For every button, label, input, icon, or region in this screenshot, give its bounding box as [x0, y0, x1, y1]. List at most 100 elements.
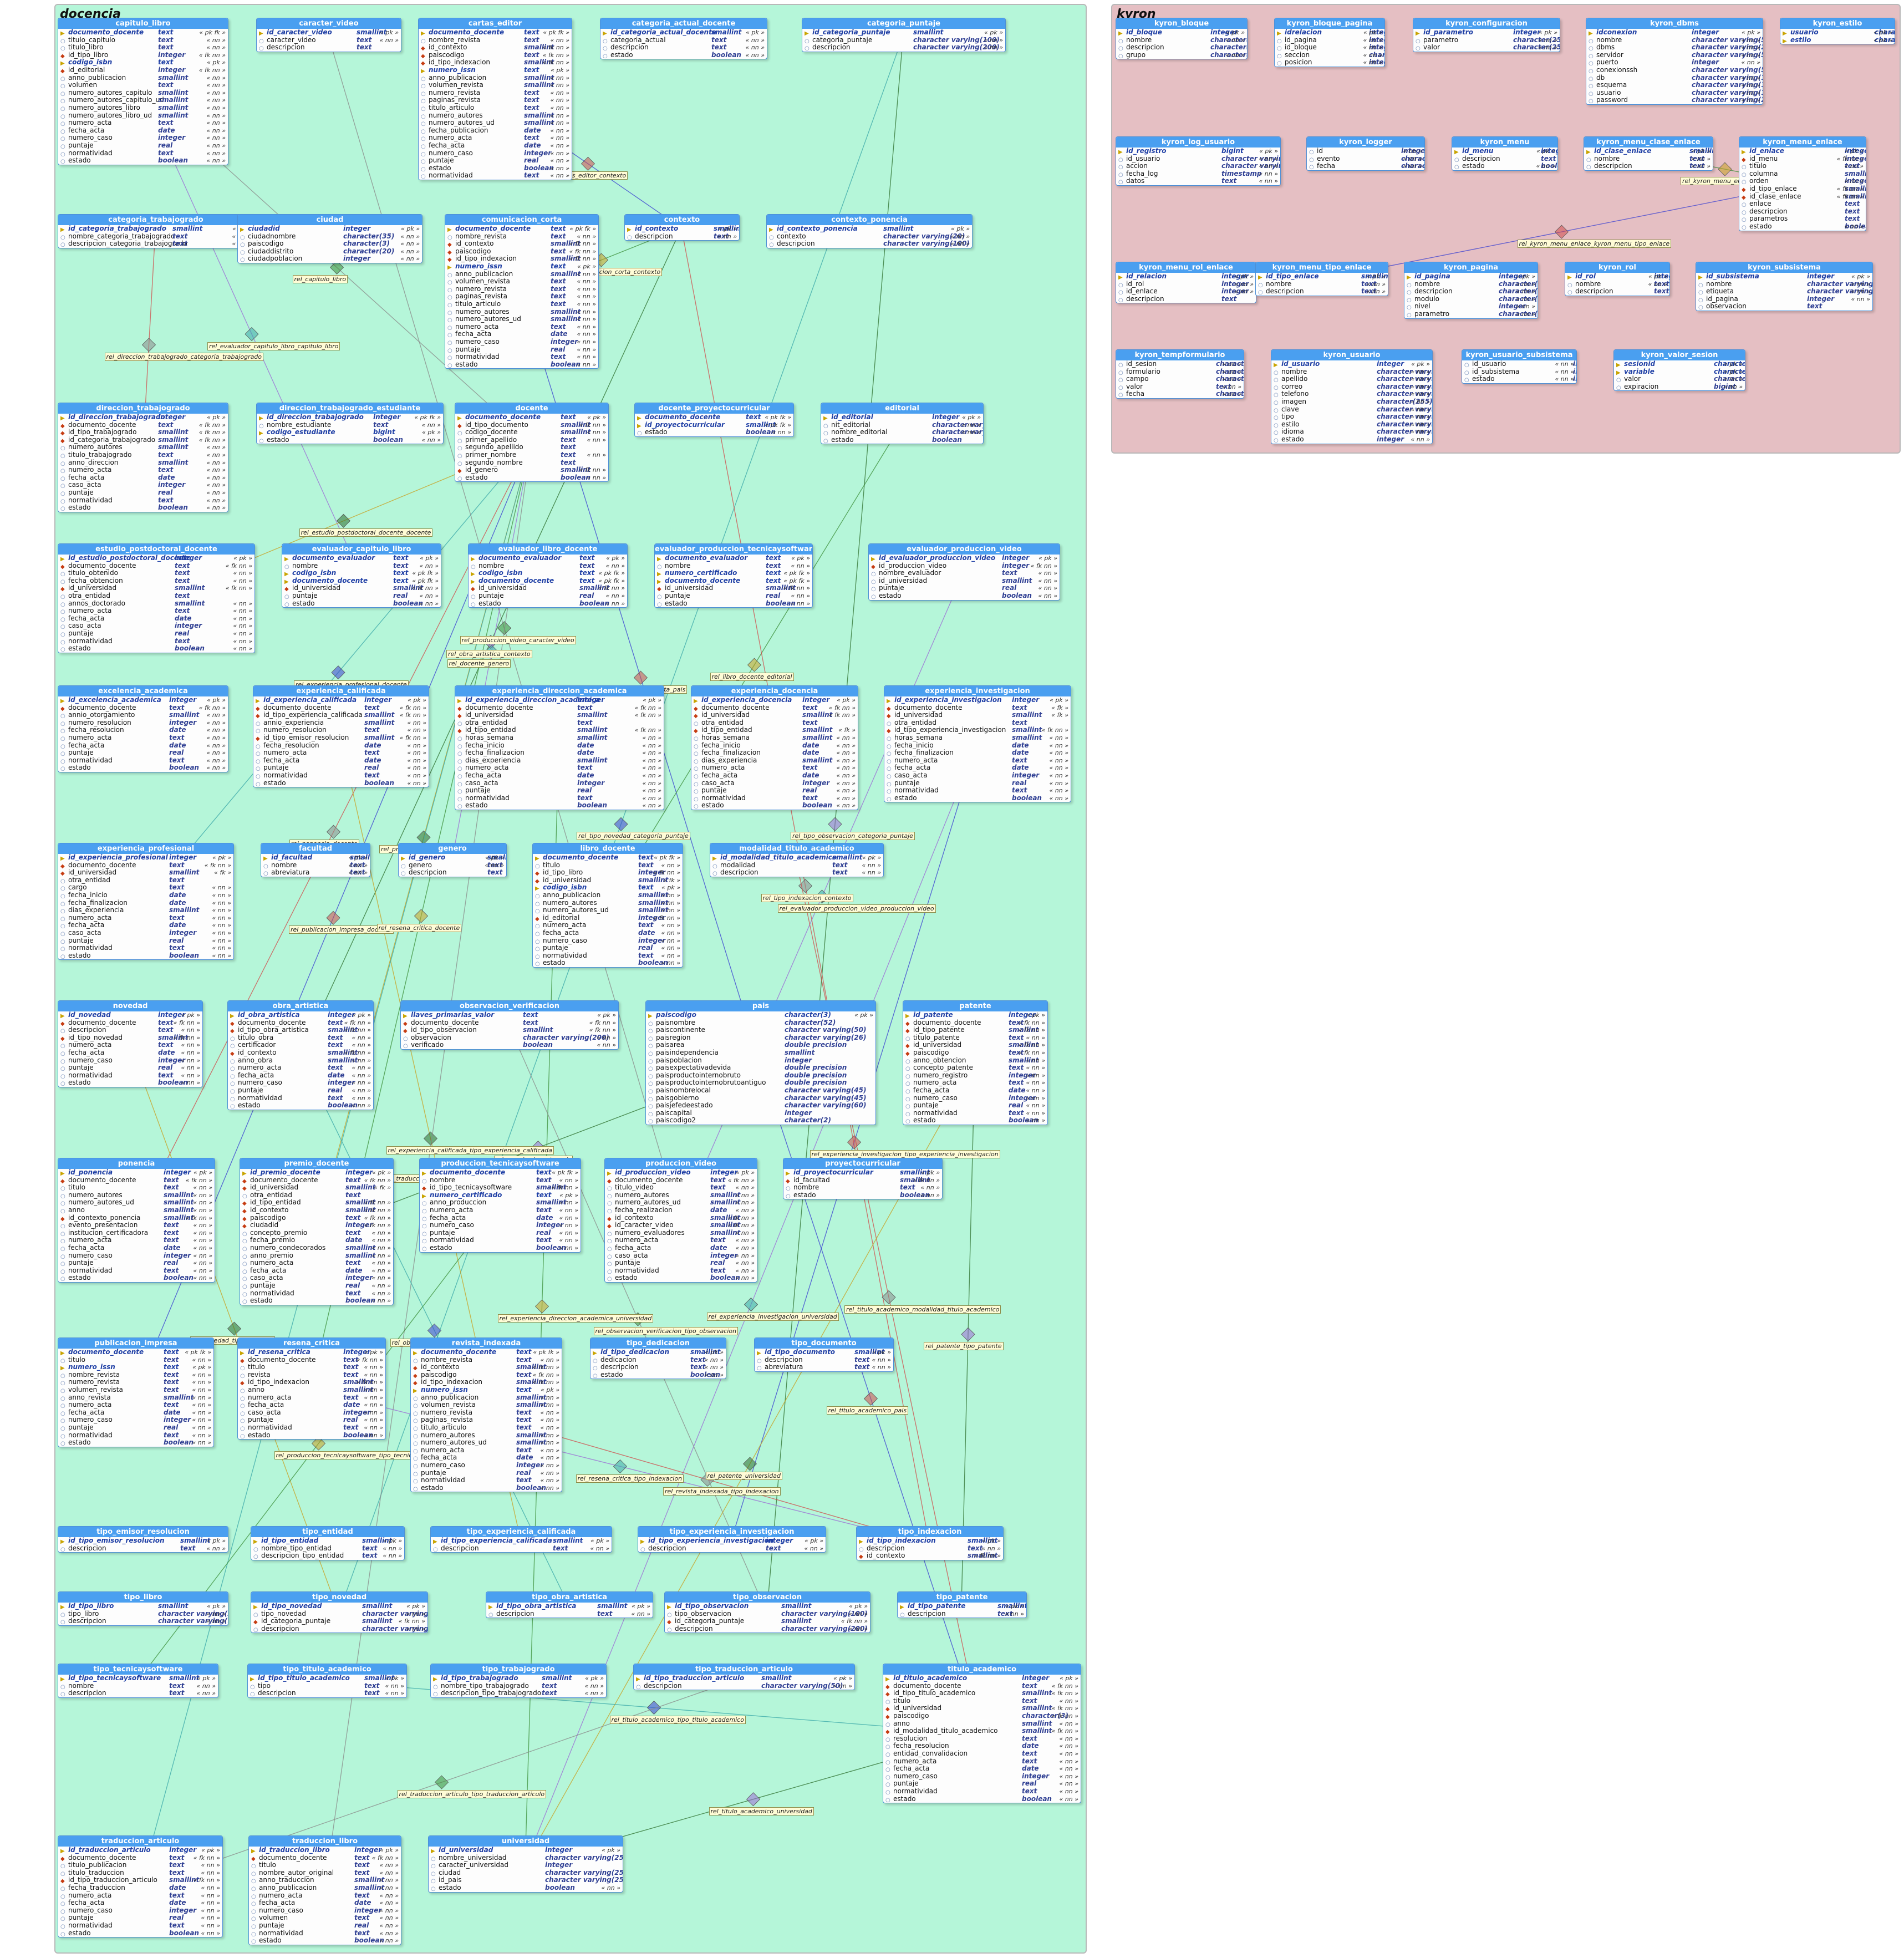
table-direccion-trabajogrado[interactable]: direccion_trabajogrado▶id_direccion_trab… [58, 403, 228, 512]
column-type: boolean [524, 164, 554, 172]
table-estudio-postdoctoral-docente[interactable]: estudio_postdoctoral_docente▶id_estudio_… [58, 543, 255, 653]
table-evaluador-produccion-tecnicaysoftware[interactable]: evaluador_produccion_tecnicaysoftware▶do… [654, 543, 813, 608]
table-kyron-tempformulario[interactable]: kyron_tempformulario○id_sesioncharacter(… [1116, 349, 1244, 399]
table-experiencia-profesional[interactable]: experiencia_profesional▶id_experiencia_p… [58, 843, 234, 960]
table-experiencia-direccion-academica[interactable]: experiencia_direccion_academica▶id_exper… [455, 685, 664, 810]
table-evaluador-capitulo-libro[interactable]: evaluador_capitulo_libro▶documento_evalu… [282, 543, 441, 608]
column-type: character varying(50) [1692, 35, 1763, 44]
table-observacion-verificacion[interactable]: observacion_verificacion▶llaves_primaria… [400, 1000, 619, 1050]
table-experiencia-calificada[interactable]: experiencia_calificada▶id_experiencia_ca… [253, 685, 429, 788]
table-tipo-titulo-academico[interactable]: tipo_titulo_academico▶id_tipo_titulo_aca… [247, 1664, 407, 1698]
column-constraint: « pk fk » [569, 225, 596, 232]
table-kyron-usuario-subsistema[interactable]: kyron_usuario_subsistema○id_usuariointeg… [1462, 349, 1577, 384]
table-kyron-bloque-pagina[interactable]: kyron_bloque_pagina▶idrelacioninteger« p… [1274, 18, 1385, 67]
column-constraint: « nn » [1222, 383, 1241, 390]
table-categoria-trabajogrado[interactable]: categoria_trabajogrado▶id_categoria_trab… [58, 214, 254, 248]
column-icon: ○ [60, 1380, 65, 1387]
table-docente-proyectocurricular[interactable]: docente_proyectocurricular▶documento_doc… [634, 403, 794, 437]
table-direccion-trabajogrado-estudiante[interactable]: direccion_trabajogrado_estudiante▶id_dir… [256, 403, 444, 445]
table-tipo-experiencia-investigacion[interactable]: tipo_experiencia_investigacion▶id_tipo_e… [638, 1526, 826, 1553]
column-name: documento_docente [665, 576, 741, 584]
table-kyron-menu[interactable]: kyron_menu▶id_menuinteger« pk »○descripc… [1452, 136, 1558, 171]
column-constraint: « nn » [661, 899, 680, 907]
table-categoria-actual-docente[interactable]: categoria_actual_docente▶id_categoria_ac… [600, 18, 767, 60]
table-evaluador-libro-docente[interactable]: evaluador_libro_docente▶documento_evalua… [468, 543, 628, 608]
foreign-key-icon: ◆ [786, 1178, 790, 1184]
table-tipo-experiencia-calificada[interactable]: tipo_experiencia_calificada▶id_tipo_expe… [430, 1526, 612, 1553]
table-proyectocurricular[interactable]: proyectocurricular▶id_proyectocurricular… [783, 1158, 943, 1200]
table-excelencia-academica[interactable]: excelencia_academica▶id_excelencia_acade… [58, 685, 228, 772]
table-modalidad-titulo-academico[interactable]: modalidad_titulo_academico▶id_modalidad_… [710, 843, 884, 877]
table-evaluador-produccion-video[interactable]: evaluador_produccion_video▶id_evaluador_… [868, 543, 1060, 601]
table-tipo-traduccion-articulo[interactable]: tipo_traduccion_articulo▶id_tipo_traducc… [633, 1664, 855, 1691]
table-title: libro_docente [533, 843, 683, 854]
table-kyron-valor-sesion[interactable]: kyron_valor_sesion▶sesionidcharacter(32)… [1613, 349, 1745, 391]
column-type: smallint [785, 1048, 815, 1056]
column-type: text [1845, 207, 1860, 215]
table-experiencia-investigacion[interactable]: experiencia_investigacion▶id_experiencia… [884, 685, 1071, 803]
column-constraint: « nn » [540, 1439, 559, 1447]
table-tipo-obra-artistica[interactable]: tipo_obra_artistica▶id_tipo_obra_artisti… [486, 1591, 653, 1619]
column-name: id_direccion_trabajogrado [68, 413, 165, 421]
table-tipo-tecnicaysoftware[interactable]: tipo_tecnicaysoftware▶id_tipo_tecnicayso… [58, 1664, 218, 1698]
table-traduccion-articulo[interactable]: traduccion_articulo▶id_traduccion_articu… [58, 1835, 223, 1938]
table-tipo-emisor-resolucion[interactable]: tipo_emisor_resolucion▶id_tipo_emisor_re… [58, 1526, 228, 1553]
table-produccion-tecnicaysoftware[interactable]: produccion_tecnicaysoftware▶documento_do… [419, 1158, 581, 1253]
column-type: text [516, 1355, 532, 1364]
column-constraint: « nn » [661, 952, 680, 959]
column-type: character varying(255) [545, 1876, 623, 1884]
table-experiencia-docencia[interactable]: experiencia_docencia▶id_experiencia_doce… [691, 685, 858, 810]
